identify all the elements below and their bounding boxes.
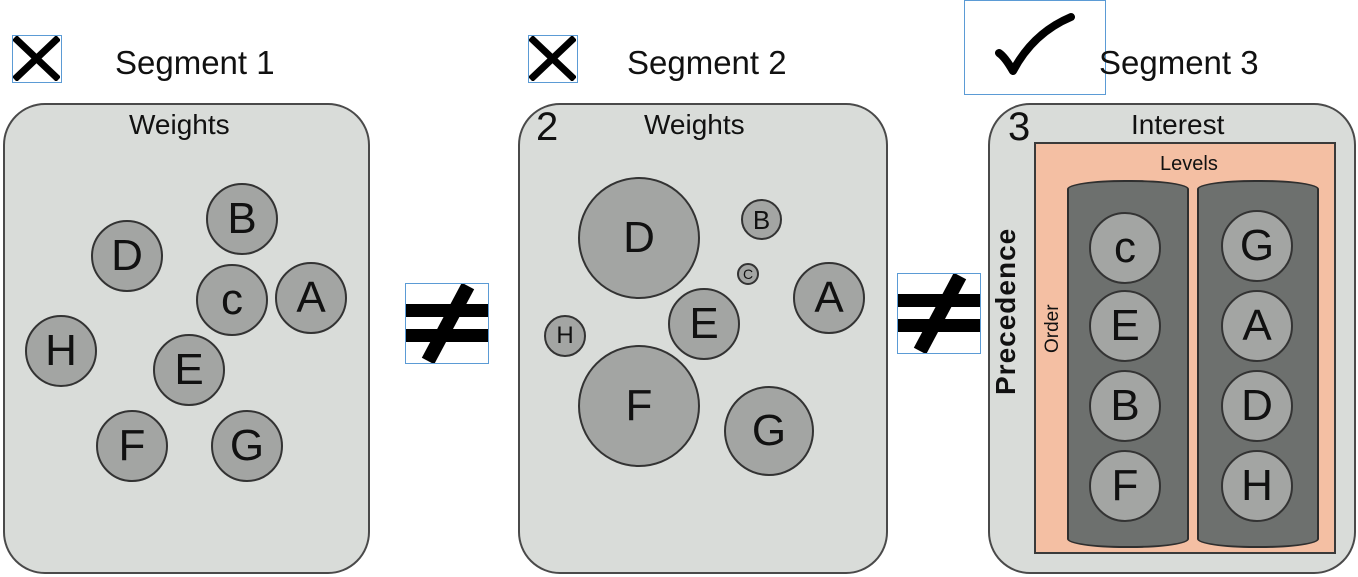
levels-label: Levels bbox=[1160, 153, 1218, 175]
cross-icon bbox=[528, 35, 578, 83]
circle-g: G bbox=[211, 410, 283, 482]
circle-h: H bbox=[25, 315, 97, 387]
circle-g: G bbox=[1221, 210, 1293, 282]
segment-1-title: Segment 1 bbox=[115, 44, 275, 81]
circle-d: D bbox=[91, 220, 163, 292]
circle-f: F bbox=[96, 410, 168, 482]
circle-f: F bbox=[1089, 450, 1161, 522]
circle-d: D bbox=[1221, 370, 1293, 442]
segment-3-number: 3 bbox=[1008, 105, 1031, 149]
circle-a: A bbox=[793, 262, 865, 334]
segment-3-title: Segment 3 bbox=[1099, 44, 1259, 81]
circle-f: F bbox=[578, 345, 700, 467]
precedence-label: Precedence bbox=[990, 227, 1021, 395]
circle-e: E bbox=[1089, 290, 1161, 362]
checkmark-icon bbox=[964, 0, 1106, 95]
segment-1-panel-label: Weights bbox=[129, 109, 230, 140]
segment-2-panel-label: Weights bbox=[644, 109, 745, 140]
circle-c: c bbox=[1089, 212, 1161, 284]
circle-h: H bbox=[1221, 450, 1293, 522]
order-label: Order bbox=[1042, 304, 1063, 353]
circle-a: A bbox=[275, 262, 347, 334]
circle-g: G bbox=[724, 386, 814, 476]
circle-b: B bbox=[206, 183, 278, 255]
circle-c: c bbox=[196, 264, 268, 336]
circle-e: E bbox=[668, 288, 740, 360]
circle-b: B bbox=[1089, 370, 1161, 442]
circle-e: E bbox=[153, 334, 225, 406]
not-equal-icon bbox=[897, 273, 981, 354]
circle-h: H bbox=[544, 315, 586, 357]
circle-a: A bbox=[1221, 290, 1293, 362]
cross-icon bbox=[12, 35, 62, 83]
segment-2-number: 2 bbox=[536, 105, 559, 149]
not-equal-icon bbox=[405, 283, 489, 364]
segment-2-title: Segment 2 bbox=[627, 44, 787, 81]
segment-3-panel-label: Interest bbox=[1131, 109, 1225, 140]
circle-b: B bbox=[741, 199, 782, 240]
circle-c: C bbox=[737, 263, 759, 285]
circle-d: D bbox=[578, 177, 700, 299]
